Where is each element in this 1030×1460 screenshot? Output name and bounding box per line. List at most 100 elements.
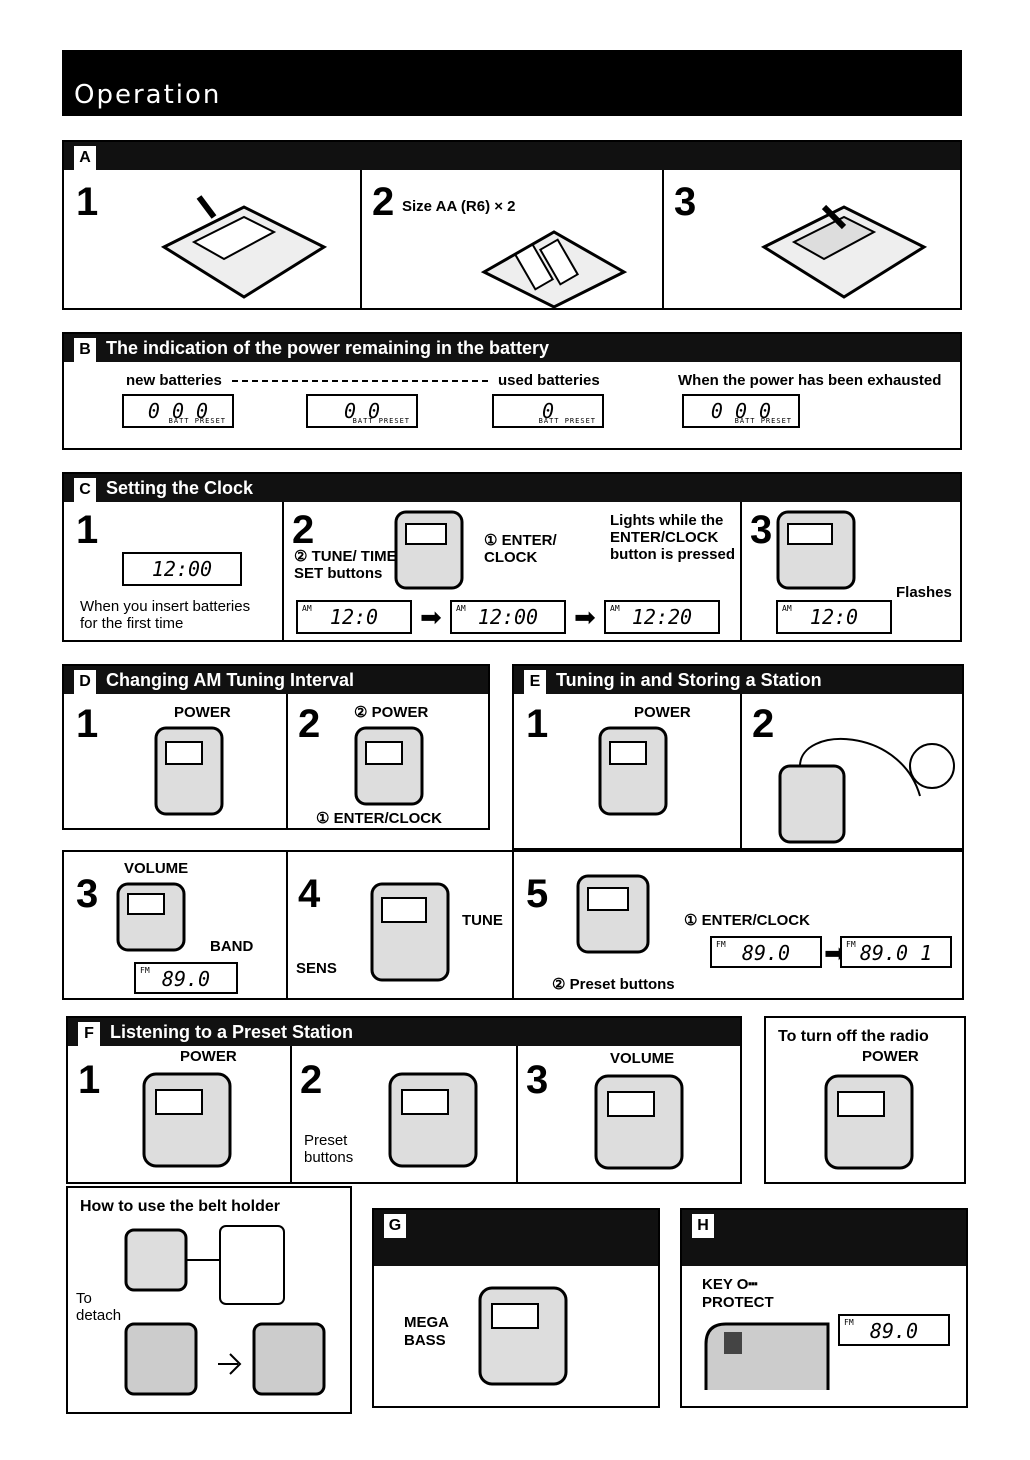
step-d1: 1	[76, 702, 99, 746]
step-c2: 2	[292, 508, 315, 552]
section-b-title: The indication of the power remaining in…	[106, 338, 550, 358]
step-e3: 3	[76, 872, 99, 916]
section-e-letter: E	[524, 670, 546, 694]
power-label-d2: ② POWER	[354, 704, 429, 721]
section-a: A 1 2 Size AA (R6) × 2 3	[62, 140, 962, 310]
section-g-letter: G	[384, 1214, 406, 1238]
step-c3: 3	[750, 508, 773, 552]
section-g-header: G	[374, 1210, 658, 1266]
step-a3: 3	[674, 180, 697, 224]
radio-front-e4	[370, 882, 450, 982]
key-label: KEY O┅	[702, 1276, 758, 1293]
arrow-right-icon: ➡	[420, 602, 442, 632]
section-f-letter: F	[78, 1022, 100, 1046]
page-title-bar: Operation	[62, 50, 962, 116]
radio-front-e3	[116, 882, 186, 952]
preset-buttons-label-e5: ② Preset buttons	[552, 976, 675, 993]
turn-off-label: To turn off the radio	[778, 1028, 929, 1045]
protect-label: PROTECT	[702, 1294, 774, 1311]
section-b: B The indication of the power remaining i…	[62, 332, 962, 450]
belt-holder-illustration	[124, 1225, 326, 1396]
section-a-header: A	[64, 142, 960, 170]
turn-off-panel: To turn off the radio POWER	[764, 1016, 966, 1184]
bass-label: BASS	[404, 1332, 446, 1349]
section-d-letter: D	[74, 670, 96, 694]
enter-clock-label-e5: ① ENTER/CLOCK	[684, 912, 810, 929]
new-batteries-label: new batteries	[126, 372, 222, 389]
battery-range-arrow	[232, 380, 488, 382]
power-label-turn-off: POWER	[862, 1048, 919, 1065]
section-g: G MEGA BASS	[372, 1208, 660, 1408]
key-protect-illustration	[704, 1322, 830, 1390]
section-e-title: Tuning in and Storing a Station	[556, 670, 822, 690]
section-c-header: C Setting the Clock	[64, 474, 960, 502]
radio-front-e5	[576, 874, 650, 954]
step-f1: 1	[78, 1058, 101, 1102]
tune-label: TUNE	[462, 912, 503, 929]
tune-time-set-label: ② TUNE/ TIME SET buttons	[294, 548, 397, 582]
step-a2: 2	[372, 180, 395, 224]
lights-note: Lights while the ENTER/CLOCK button is p…	[610, 512, 736, 563]
section-b-header: B The indication of the power remaining i…	[64, 334, 960, 362]
arrow-right-icon: ➡	[574, 602, 596, 632]
section-d-title: Changing AM Tuning Interval	[106, 670, 354, 690]
step-f2: 2	[300, 1058, 323, 1102]
section-e: E Tuning in and Storing a Station 1 POWER…	[512, 664, 964, 850]
first-time-note: When you insert batteries for the first …	[80, 598, 251, 632]
step-f3: 3	[526, 1058, 549, 1102]
used-batteries-label: used batteries	[498, 372, 600, 389]
section-b-letter: B	[74, 338, 96, 362]
detach-label: To detach	[76, 1290, 122, 1324]
section-e-header: E Tuning in and Storing a Station	[514, 666, 962, 694]
band-label: BAND	[210, 938, 254, 955]
volume-label-e3: VOLUME	[124, 860, 189, 877]
section-c-letter: C	[74, 478, 96, 502]
radio-open-illustration	[160, 195, 328, 299]
enter-clock-label: ① ENTER/ CLOCK	[484, 532, 557, 566]
step-e4: 4	[298, 872, 321, 916]
section-d-header: D Changing AM Tuning Interval	[64, 666, 488, 694]
power-label-e1: POWER	[634, 704, 691, 721]
section-a-letter: A	[74, 146, 96, 170]
step-d2: 2	[298, 702, 321, 746]
radio-front-f2	[388, 1072, 478, 1168]
section-h-header: H	[682, 1210, 966, 1266]
page-title: Operation	[74, 80, 222, 110]
section-f-title: Listening to a Preset Station	[110, 1022, 354, 1042]
step-c1: 1	[76, 508, 99, 552]
preset-buttons-label-f2: Preset buttons	[304, 1132, 354, 1166]
step-e5: 5	[526, 872, 549, 916]
step-e1: 1	[526, 702, 549, 746]
radio-front-d2	[354, 726, 424, 806]
section-c-title: Setting the Clock	[106, 478, 254, 498]
mega-label: MEGA	[404, 1314, 449, 1331]
radio-front-c2	[394, 510, 464, 590]
section-f-header: F Listening to a Preset Station	[68, 1018, 740, 1046]
radio-front-c3	[776, 510, 856, 590]
enter-clock-label-d2: ① ENTER/CLOCK	[316, 810, 442, 827]
volume-label-f3: VOLUME	[608, 1050, 677, 1067]
radio-front-f3	[594, 1074, 684, 1170]
sens-label: SENS	[296, 960, 337, 977]
radio-headphones-illustration	[778, 738, 955, 844]
flashes-label: Flashes	[896, 584, 952, 601]
radio-front-e1	[598, 726, 668, 816]
radio-front-f1	[142, 1072, 232, 1168]
radio-front-g	[478, 1286, 568, 1386]
belt-holder-panel: How to use the belt holder To detach	[66, 1186, 352, 1414]
radio-front-off	[824, 1074, 914, 1170]
